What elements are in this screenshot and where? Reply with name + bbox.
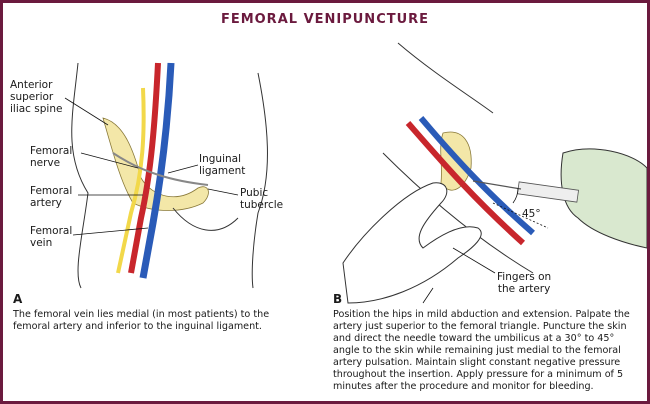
syringe [517,181,579,203]
label-line: iliac spine [10,103,63,115]
panel-a-letter: A [13,292,23,306]
label-pubic-tubercle: Pubic tubercle [240,187,283,211]
figure-title: FEMORAL VENIPUNCTURE [220,12,430,27]
fingers-leader [452,247,496,274]
femoral-vein [139,62,175,279]
label-femoral-vein: Femoral vein [30,225,72,249]
label-line: Femoral [30,225,73,237]
label-line: Inguinal [199,153,241,165]
panel-b-caption: Position the hips in mild abduction and … [333,309,630,392]
femoral-vein-b [418,116,535,236]
label-inguinal-ligament: Inguinal ligament [199,153,245,177]
label-line: Femoral [30,185,73,197]
label-femoral-artery: Femoral artery [30,185,72,209]
label-line: superior [10,91,54,103]
label-line: tubercle [240,199,284,211]
femoral-nerve [116,87,146,274]
torso-outline [71,62,89,289]
leader-lines [64,97,239,236]
label-line: the artery [497,283,551,295]
angle-arc [512,187,519,204]
label-femoral-nerve: Femoral nerve [30,145,72,169]
label-45-degrees: 45° [522,208,541,220]
caption-leader [422,287,434,304]
genital-outline [172,207,239,231]
femoral-artery [128,62,161,274]
label-line: vein [30,237,53,249]
panel-a-caption: The femoral vein lies medial (in most pa… [13,309,270,332]
label-line: Fingers on [497,271,552,283]
label-line: Femoral [30,145,73,157]
thigh-outline [382,42,534,274]
label-line: Pubic [240,187,269,199]
femoral-artery-b [405,121,526,246]
needle [472,180,522,190]
torso-outline-right [251,72,268,289]
label-line: artery [30,197,62,209]
label-anterior-superior-iliac-spine: Anterior superior iliac spine [10,79,62,115]
label-fingers-on-artery: Fingers on the artery [497,271,551,295]
panel-a-illustration [64,62,268,289]
inguinal-ligament [112,152,209,186]
panel-b-letter: B [333,292,343,306]
illustration [64,42,647,304]
panel-b-illustration [342,42,647,304]
label-line: Anterior [10,79,53,91]
palpating-hand [342,182,482,304]
label-line: ligament [199,165,246,177]
label-line: nerve [30,157,61,169]
